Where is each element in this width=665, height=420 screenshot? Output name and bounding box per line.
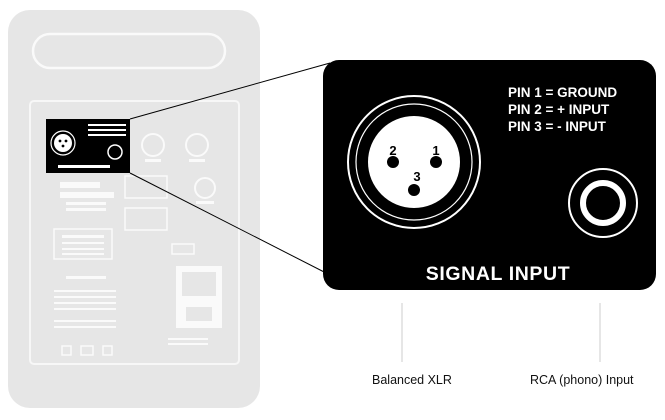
ce-mark — [80, 345, 94, 356]
knob-volume — [194, 177, 216, 204]
power-inlet — [176, 266, 222, 328]
xlr-connector: 2 1 3 — [347, 95, 481, 229]
pin-number-2: 2 — [389, 143, 396, 158]
knob-bass — [141, 133, 165, 162]
switch-box-1 — [124, 175, 168, 199]
switch-box-2 — [124, 207, 168, 231]
rca-connector — [568, 168, 638, 238]
zoom-line-bottom — [129, 172, 331, 276]
pin-line-3: PIN 3 = - INPUT — [508, 119, 606, 134]
weee-symbol — [102, 345, 113, 356]
zoom-line-top — [129, 62, 331, 120]
rear-text-lines — [54, 276, 116, 328]
knob-treble — [185, 133, 209, 162]
rca-input-label: RCA (phono) Input — [530, 373, 634, 387]
caution-label — [53, 228, 113, 260]
pin-line-2: PIN 2 = + INPUT — [508, 102, 610, 117]
brand-block — [60, 182, 114, 211]
small-signal-input-block — [46, 119, 130, 173]
pin-assignment-list: PIN 1 = GROUND PIN 2 = + INPUT PIN 3 = -… — [508, 84, 617, 135]
balanced-xlr-label: Balanced XLR — [372, 373, 452, 387]
class2-symbol — [61, 345, 72, 356]
pin-number-1: 1 — [432, 143, 439, 158]
pin-line-1: PIN 1 = GROUND — [508, 85, 618, 100]
signal-input-title: SIGNAL INPUT — [425, 263, 571, 285]
speaker-rear-panel — [8, 10, 260, 408]
pin-number-3: 3 — [413, 169, 420, 184]
power-switch — [171, 243, 195, 255]
